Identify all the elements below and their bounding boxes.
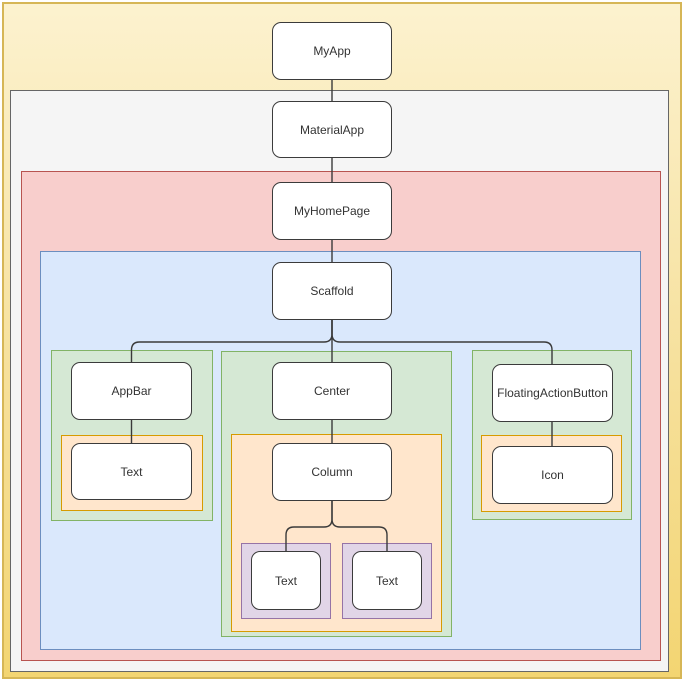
node-column-text-1: Text bbox=[251, 551, 321, 610]
node-materialapp: MaterialApp bbox=[272, 101, 392, 158]
node-icon: Icon bbox=[492, 446, 613, 504]
node-appbar: AppBar bbox=[71, 362, 192, 420]
node-center: Center bbox=[272, 362, 392, 420]
node-floatingactionbutton: FloatingActionButton bbox=[492, 364, 613, 422]
node-appbar-text: Text bbox=[71, 443, 192, 500]
node-myhomepage: MyHomePage bbox=[272, 182, 392, 240]
node-scaffold: Scaffold bbox=[272, 262, 392, 320]
node-column: Column bbox=[272, 443, 392, 501]
node-column-text-2: Text bbox=[352, 551, 422, 610]
node-myapp: MyApp bbox=[272, 22, 392, 80]
